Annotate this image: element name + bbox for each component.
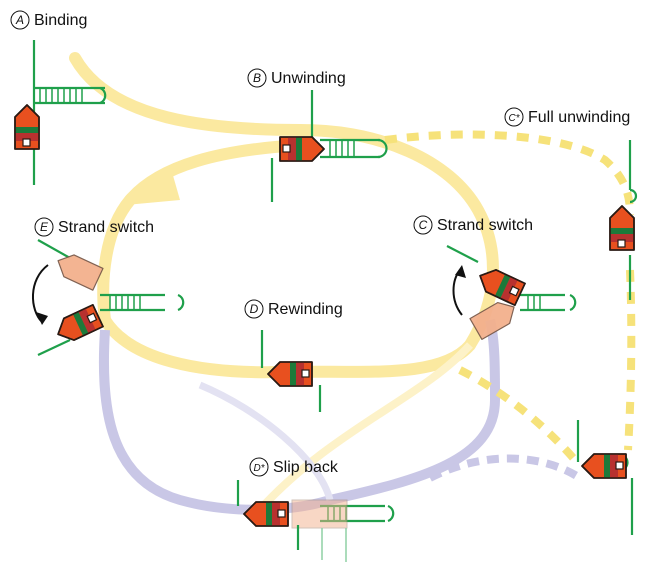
svg-text:E: E bbox=[40, 220, 49, 234]
svg-text:Binding: Binding bbox=[34, 12, 87, 29]
state-e-strand-switch bbox=[31, 239, 185, 356]
svg-text:B: B bbox=[253, 71, 261, 85]
svg-text:Slip back: Slip back bbox=[273, 459, 339, 476]
svg-text:Strand switch: Strand switch bbox=[437, 217, 533, 234]
helicase-icon bbox=[53, 305, 103, 345]
helicase-ghost-icon bbox=[57, 254, 104, 291]
helicase-icon bbox=[609, 205, 635, 251]
svg-text:C: C bbox=[419, 218, 428, 232]
helicase-icon bbox=[268, 362, 312, 386]
svg-text:Full unwinding: Full unwinding bbox=[528, 109, 630, 126]
svg-text:D: D bbox=[250, 302, 259, 316]
rotation-arrow-icon bbox=[36, 312, 48, 325]
duplex-rungs bbox=[39, 88, 83, 103]
full-unwinding-pathway bbox=[384, 130, 636, 463]
helicase-ghost-icon bbox=[469, 302, 515, 340]
svg-text:D*: D* bbox=[253, 463, 265, 474]
alternative-pathway bbox=[98, 318, 583, 515]
helicase-icon bbox=[279, 136, 325, 162]
state-b-unwinding bbox=[270, 90, 388, 202]
label-rewinding: D Rewinding bbox=[244, 299, 343, 319]
svg-text:Strand switch: Strand switch bbox=[58, 219, 154, 236]
svg-text:Rewinding: Rewinding bbox=[268, 301, 343, 318]
svg-text:Unwinding: Unwinding bbox=[271, 70, 346, 87]
rotation-arrow-icon bbox=[455, 265, 466, 278]
helicase-icon bbox=[582, 454, 626, 478]
label-binding: A Binding bbox=[10, 10, 87, 30]
path-arrow-icon bbox=[125, 165, 180, 205]
state-a-binding bbox=[14, 40, 107, 185]
main-pathway bbox=[69, 52, 499, 518]
state-d-rewinding bbox=[260, 330, 322, 412]
state-dstar-slip-back bbox=[236, 480, 395, 562]
state-fully-unwound-terminal bbox=[576, 420, 634, 535]
label-full-unwinding: C* Full unwinding bbox=[504, 107, 630, 127]
svg-text:C*: C* bbox=[508, 113, 520, 124]
svg-text:A: A bbox=[15, 13, 24, 27]
state-cstar-full-unwinding bbox=[609, 140, 638, 300]
helicase-icon bbox=[475, 265, 525, 305]
label-strand-switch-e: E Strand switch bbox=[34, 217, 154, 237]
state-c-strand-switch bbox=[446, 245, 577, 340]
helicase-icon bbox=[14, 104, 40, 150]
label-unwinding: B Unwinding bbox=[247, 68, 346, 88]
label-slip-back: D* Slip back bbox=[249, 457, 339, 477]
label-strand-switch-c: C Strand switch bbox=[413, 215, 533, 235]
